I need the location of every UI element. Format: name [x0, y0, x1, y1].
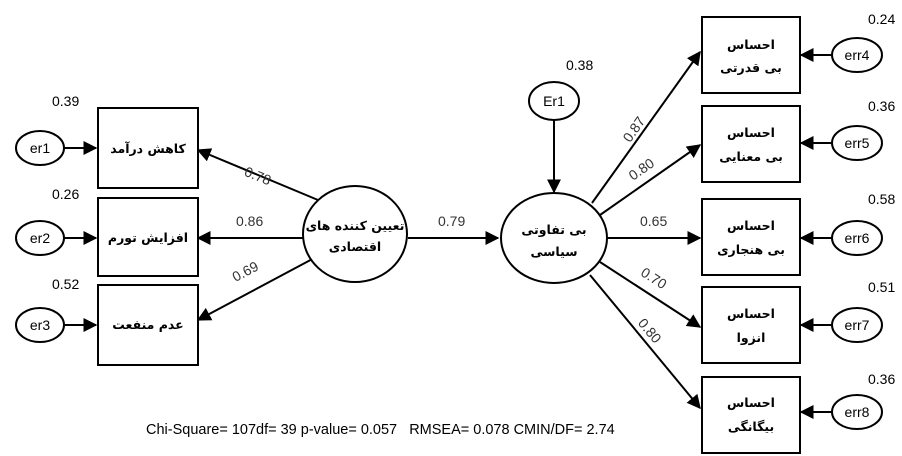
error-er2: er2 [15, 220, 65, 256]
loading-value: 0.80 [635, 315, 665, 346]
left-indicator-3: عدم منفعت [97, 284, 199, 366]
indicator-label-line2: بی هنجاری [717, 242, 785, 257]
error-er3: er3 [15, 307, 65, 343]
indicator-label-line1: احساس [727, 125, 775, 140]
svg-text:er2: er2 [30, 230, 50, 246]
indicator-label-line1: احساس [727, 37, 775, 52]
r2-value: 0.58 [868, 191, 895, 207]
svg-text:err4: err4 [845, 47, 870, 63]
path-coefficient: 0.79 [438, 213, 465, 229]
indicator-label-line2: بیگانگی [728, 419, 774, 434]
r2-value: 0.52 [52, 276, 79, 292]
loading-value: 0.65 [640, 213, 667, 229]
left-indicator-2: افزایش تورم [97, 197, 199, 277]
svg-text:err6: err6 [845, 230, 870, 246]
svg-text:er1: er1 [30, 140, 50, 156]
error-err5: err5 [831, 125, 883, 161]
left-indicator-1: کاهش درآمد [97, 107, 199, 189]
path-endo-to-right-2 [599, 144, 702, 216]
loading-value: 0.69 [229, 258, 261, 285]
r2-value: 0.24 [868, 11, 895, 27]
right-indicator-4: احساس انزوا [701, 286, 801, 364]
right-indicator-3: احساس بی هنجاری [701, 198, 801, 276]
error-err4: err4 [831, 37, 883, 73]
path-exo-to-left-1 [196, 148, 319, 201]
indicator-label-line1: احساس [727, 218, 775, 233]
indicator-label-line1: احساس [727, 395, 775, 410]
loading-value: 0.78 [242, 163, 273, 188]
latent-label-line1: بی تفاوتی [521, 222, 586, 237]
endogenous-latent: بی تفاوتی سیاسی [500, 192, 608, 284]
indicator-label-line1: احساس [727, 306, 775, 321]
r2-value: 0.36 [868, 98, 895, 114]
r2-value: 0.26 [52, 186, 79, 202]
latent-label-line2: اقتصادی [329, 239, 381, 254]
r2-value: 0.36 [868, 371, 895, 387]
connectors [64, 48, 832, 419]
path-endo-to-right-1 [591, 50, 701, 204]
error-Er1: Er1 [528, 81, 580, 121]
exogenous-latent: تعیین کننده های اقتصادی [302, 185, 408, 283]
indicator-label: افزایش تورم [108, 230, 188, 246]
r2-value: 0.38 [566, 57, 593, 73]
error-err7: err7 [831, 307, 883, 343]
error-er1: er1 [15, 130, 65, 166]
r2-value: 0.39 [52, 93, 79, 109]
path-endo-to-right-5 [589, 274, 701, 410]
error-err8: err8 [831, 394, 883, 430]
indicator-label: عدم منفعت [112, 317, 183, 333]
loading-value: 0.86 [236, 213, 263, 229]
loading-value: 0.70 [638, 264, 670, 292]
svg-text:err7: err7 [845, 317, 870, 333]
error-err6: err6 [831, 220, 883, 256]
svg-text:err5: err5 [845, 135, 870, 151]
svg-text:Er1: Er1 [543, 93, 565, 109]
svg-text:err8: err8 [845, 404, 870, 420]
latent-label-line2: سیاسی [530, 244, 577, 259]
right-indicator-1: احساس بی قدرتی [701, 16, 801, 94]
indicator-label-line2: بی معنایی [719, 149, 783, 164]
indicator-label-line2: بی قدرتی [720, 60, 782, 75]
svg-text:er3: er3 [30, 317, 50, 333]
path-exo-to-left-3 [196, 255, 319, 321]
latent-label-line1: تعیین کننده های [306, 218, 405, 233]
path-endo-to-right-4 [599, 261, 702, 328]
r2-value: 0.51 [868, 279, 895, 295]
indicator-label-line2: انزوا [737, 330, 766, 345]
right-indicator-5: احساس بیگانگی [701, 376, 801, 454]
right-indicator-2: احساس بی معنایی [701, 105, 801, 183]
indicator-label: کاهش درآمد [110, 141, 186, 156]
fit-statistics: Chi-Square= 107df= 39 p-value= 0.057 RMS… [146, 422, 615, 438]
